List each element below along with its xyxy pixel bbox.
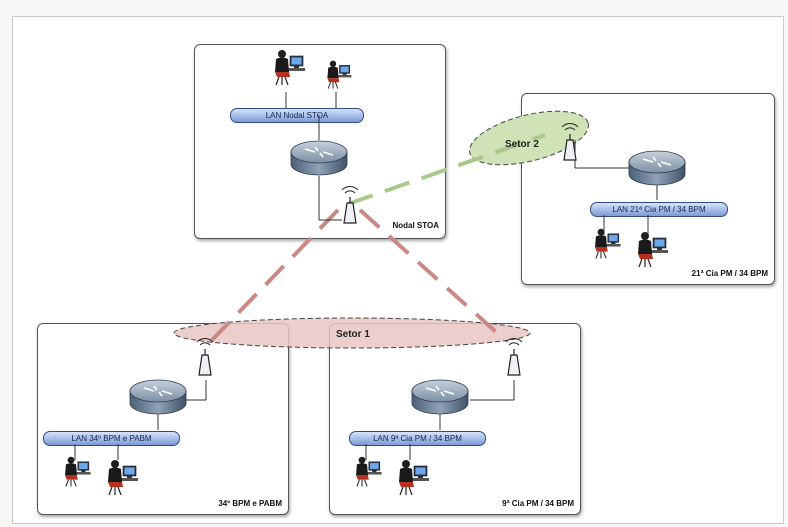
sector-1-label: Setor 1 [336,329,370,340]
site-label-21-cia: 21ª Cia PM / 34 BPM [691,269,768,278]
router-icon [129,379,187,415]
router-icon [290,140,348,176]
sector-2-area [469,110,589,166]
router-icon [628,150,686,186]
workstation-user-icon [107,459,139,496]
workstation-user-icon [637,231,669,268]
antenna-icon [505,337,523,376]
sector-2-label: Setor 2 [505,139,539,150]
workstation-user-icon [274,49,306,86]
workstation-user-icon [355,456,383,487]
workstation-user-icon [326,60,352,90]
antenna-icon [196,337,214,376]
radio-link-sector-1-right [358,208,507,342]
radio-link-sector-2 [347,133,546,206]
site-34-bpm: LAN 34º BPM e PABM 34º BPM e PABM [37,323,289,515]
router-icon [411,379,469,415]
sector-1-area [173,317,531,349]
site-9-cia: LAN 9ª Cia PM / 34 BPM 9ª Cia PM / 34 BP… [329,323,581,515]
site-label-nodal: Nodal STOA [392,221,439,230]
site-label-9-cia: 9ª Cia PM / 34 BPM [502,499,574,508]
antenna-icon [341,185,359,224]
workstation-user-icon [594,228,622,259]
lan-bar-21-cia: LAN 21ª Cia PM / 34 BPM [590,202,728,217]
radio-link-sector-1-left [210,208,340,342]
lan-bar-9-cia: LAN 9ª Cia PM / 34 BPM [349,431,486,446]
lan-bar-nodal: LAN Nodal STOA [230,108,364,123]
site-label-34-bpm: 34º BPM e PABM [218,499,282,508]
lan-bar-34-bpm: LAN 34º BPM e PABM [43,431,180,446]
workstation-user-icon [64,456,92,487]
workstation-user-icon [398,459,430,496]
